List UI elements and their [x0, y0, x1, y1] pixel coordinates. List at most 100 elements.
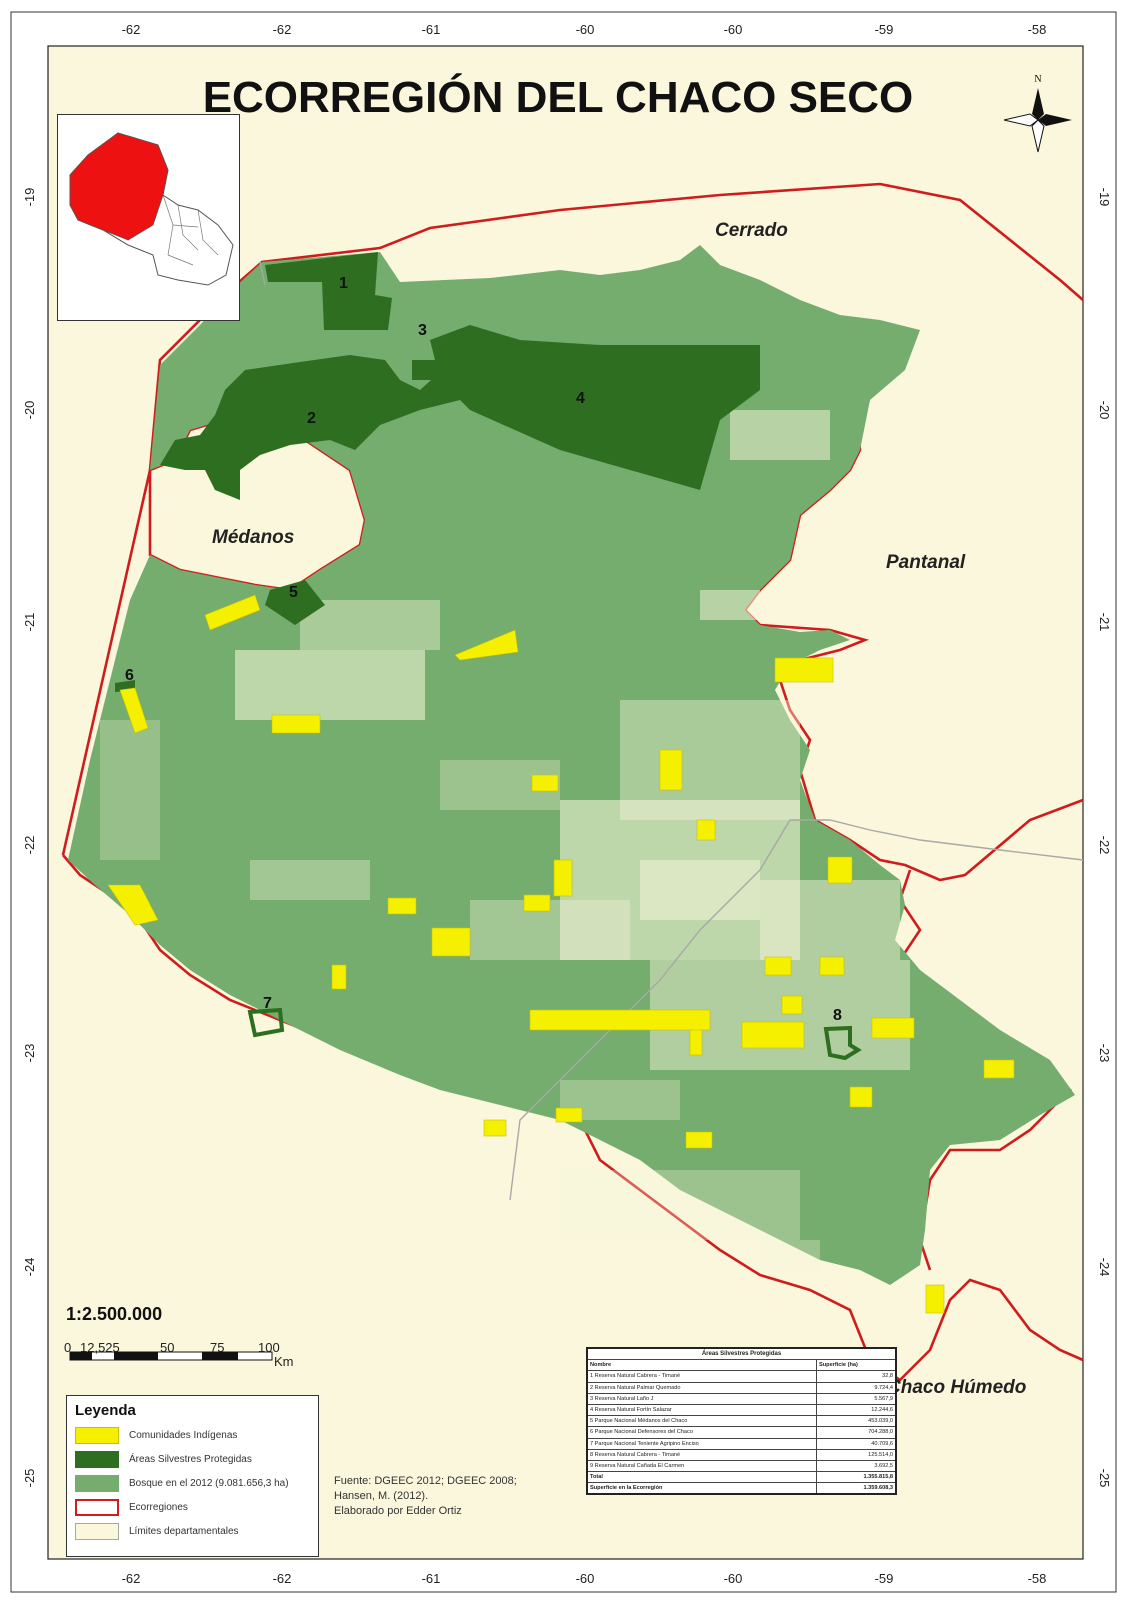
area-number-1: 1 [339, 275, 348, 292]
legend-title: Leyenda [75, 1402, 136, 1419]
legend-swatch [75, 1426, 119, 1444]
legend-item-departments: Límites departamentales [75, 1519, 318, 1543]
scale-bar [69, 1351, 273, 1361]
legend-swatch [75, 1474, 119, 1492]
scale-ratio: 1:2.500.000 [66, 1304, 163, 1324]
protected-area-8 [823, 1025, 862, 1061]
table-cell: 1.359.608,3 [816, 1482, 897, 1495]
table-cell: 3 Reserva Natural Laño J [586, 1392, 817, 1405]
table-cell: 9 Reserva Natural Cañada El Carmen [586, 1459, 817, 1473]
legend-item-protected: Áreas Silvestres Protegidas [75, 1447, 318, 1471]
legend-label: Ecorregiones [129, 1501, 188, 1513]
legend-item-indigenous: Comunidades Indígenas [75, 1423, 318, 1447]
table-cell: 12.244,6 [816, 1403, 897, 1417]
lat-tick-right: -23 [1097, 1044, 1112, 1063]
lat-tick-right: -19 [1097, 188, 1112, 207]
table-cell: 32,8 [816, 1370, 897, 1383]
table-cell: 2 Reserva Natural Palmar Quemado [586, 1381, 817, 1394]
table-cell: 704.288,0 [816, 1426, 897, 1439]
table-cell: 3.692,5 [816, 1459, 897, 1473]
table-cell: 125.514,0 [816, 1448, 897, 1461]
lon-tick-bottom: -62 [122, 1571, 141, 1586]
lon-tick-bottom: -61 [422, 1571, 441, 1586]
lat-tick-left: -24 [22, 1258, 37, 1277]
scale-tick: 50 [160, 1340, 175, 1355]
table-row: 7 Parque Nacional Teniente Agripino Enci… [586, 1437, 897, 1450]
lon-tick-top: -60 [724, 22, 743, 37]
table-cell: 453.039,0 [816, 1415, 897, 1428]
area-number-8: 8 [833, 1007, 842, 1024]
lon-tick-top: -59 [875, 22, 894, 37]
table-cell: 4 Reserva Natural Fortín Salazar [586, 1403, 817, 1417]
map-title: ECORREGIÓN DEL CHACO SECO [203, 72, 914, 122]
graticule-bottom: -62 -62 -61 -60 -60 -59 -58 [122, 1571, 1047, 1586]
protected-area-7 [247, 1007, 285, 1038]
legend-swatch [75, 1450, 119, 1468]
legend-item-forest: Bosque en el 2012 (9.081.656,3 ha) [75, 1471, 318, 1495]
table-cell: 7 Parque Nacional Teniente Agripino Enci… [586, 1437, 817, 1450]
lat-tick-left: -25 [22, 1469, 37, 1488]
table-header: Nombre [586, 1359, 817, 1372]
protected-area-5 [265, 580, 325, 625]
lat-tick-right: -22 [1097, 836, 1112, 855]
scale-tick: 12,525 [80, 1340, 120, 1355]
table-cell: Total [586, 1471, 817, 1484]
table-cell: 8 Reserva Natural Cabrera - Timané [586, 1448, 817, 1461]
lon-tick-bottom: -60 [724, 1571, 743, 1586]
scale-unit: Km [274, 1354, 294, 1369]
graticule-left: -19 -20 -21 -22 -23 -24 -25 [22, 188, 37, 1488]
lon-tick-top: -62 [273, 22, 292, 37]
lat-tick-right: -25 [1097, 1469, 1112, 1488]
table-cell: 40.709,6 [816, 1437, 897, 1450]
protected-outlines [247, 1007, 862, 1061]
scale-tick: 0 [64, 1340, 72, 1355]
lat-tick-right: -24 [1097, 1258, 1112, 1277]
label-cerrado: Cerrado [715, 220, 788, 241]
lon-tick-top: -62 [122, 22, 141, 37]
label-medanos: Médanos [212, 527, 294, 548]
lon-tick-bottom: -60 [576, 1571, 595, 1586]
legend-label: Áreas Silvestres Protegidas [129, 1453, 252, 1465]
area-number-3: 3 [418, 322, 427, 339]
legend: Leyenda Comunidades Indígenas Áreas Silv… [66, 1395, 319, 1557]
legend-label: Límites departamentales [129, 1525, 239, 1537]
table-caption: Áreas Silvestres Protegidas [586, 1347, 897, 1361]
area-number-5: 5 [289, 584, 298, 601]
table-cell: 5 Parque Nacional Médanos del Chaco [586, 1415, 817, 1428]
scale-tick: 75 [210, 1340, 225, 1355]
lat-tick-right: -21 [1097, 613, 1112, 632]
label-pantanal: Pantanal [886, 552, 966, 573]
source-credits: Fuente: DGEEC 2012; DGEEC 2008; Hansen, … [334, 1474, 517, 1519]
area-number-7: 7 [263, 995, 272, 1012]
table-cell: 6 Parque Nacional Defensores del Chaco [586, 1426, 817, 1439]
table-header: Superficie (ha) [816, 1359, 897, 1372]
lat-tick-left: -22 [22, 836, 37, 855]
table-cell: 5.567,9 [816, 1392, 897, 1405]
source-line: Fuente: DGEEC 2012; DGEEC 2008; [334, 1475, 517, 1487]
area-number-6: 6 [125, 667, 134, 684]
inset-map [57, 114, 240, 321]
protected-area-2 [160, 355, 470, 500]
legend-item-ecoregions: Ecorregiones [75, 1495, 318, 1519]
lat-tick-left: -21 [22, 613, 37, 632]
lat-tick-left: -23 [22, 1044, 37, 1063]
table-cell: 9.724,4 [816, 1381, 897, 1394]
source-line: Elaborado por Edder Ortiz [334, 1505, 462, 1517]
table-cell: Superficie en la Ecorregión [586, 1482, 817, 1495]
forest-area [68, 245, 1075, 1285]
protected-areas-table: Áreas Silvestres Protegidas Nombre Super… [586, 1347, 897, 1496]
protected-area-1 [265, 252, 392, 330]
scale-tick: 100 [258, 1340, 280, 1355]
lon-tick-top: -60 [576, 22, 595, 37]
lon-tick-bottom: -58 [1028, 1571, 1047, 1586]
